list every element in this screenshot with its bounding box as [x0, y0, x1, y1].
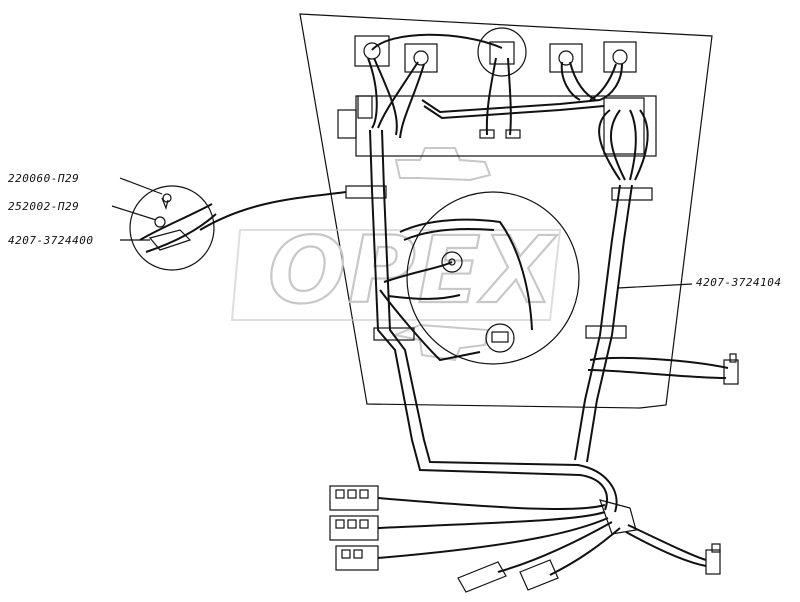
top-connectors [354, 27, 637, 77]
bottom-plug-5 [519, 559, 559, 591]
clamp-4 [585, 325, 627, 339]
label-clip: 4207-3724400 [8, 234, 93, 247]
detail-view [129, 185, 217, 271]
bottom-connectors [329, 485, 721, 593]
instrument-panel [299, 13, 713, 409]
clamp-1 [345, 185, 387, 199]
connector-block-2 [404, 43, 438, 73]
central-gauge [379, 191, 580, 365]
connector-block-4 [603, 41, 637, 73]
bottom-plug-6 [705, 549, 721, 575]
ground-wire [199, 191, 347, 231]
upper-wiring [367, 33, 623, 139]
clamp-3 [373, 327, 415, 341]
bracket-rail [337, 95, 657, 157]
connector-block-3 [549, 43, 583, 73]
main-harness [345, 129, 653, 513]
bottom-plug-4 [457, 561, 507, 593]
round-socket [477, 27, 527, 77]
label-harness: 4207-3724104 [696, 276, 781, 289]
bottom-plug-3 [335, 545, 379, 571]
bottom-plug-1 [329, 485, 379, 511]
leader-lines [111, 177, 693, 289]
label-washer: 252002-П29 [8, 200, 79, 213]
right-lamp-connector [587, 353, 739, 385]
right-upper-connector [598, 97, 649, 181]
bottom-plug-2 [329, 515, 379, 541]
label-screw: 220060-П29 [8, 172, 79, 185]
connector-block-1 [354, 35, 390, 67]
clamp-2 [611, 187, 653, 201]
